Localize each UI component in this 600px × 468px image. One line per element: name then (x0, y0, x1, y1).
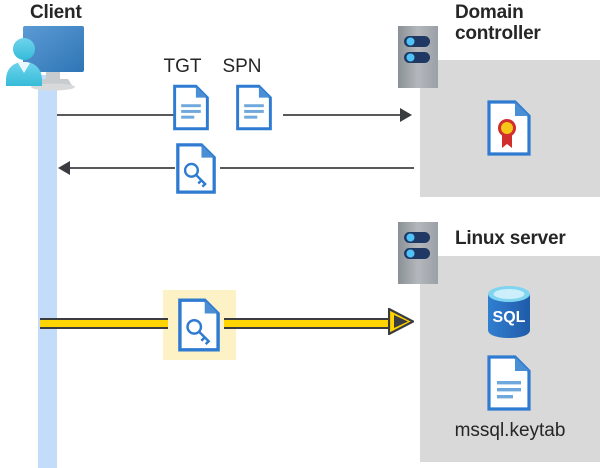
flow-service-ticket-bar-left (40, 318, 168, 329)
flow-badge-label-spn: SPN (222, 56, 262, 77)
client-label: Client (30, 2, 82, 23)
client-lifeline (38, 75, 57, 468)
domain-controller-label-line1: Domain (455, 2, 524, 23)
domain-controller-label: Domain controller (455, 2, 600, 45)
flow-response-arrowhead (58, 161, 70, 175)
keytab-document-icon (487, 355, 531, 411)
flow-request-line-right (283, 114, 400, 116)
service-ticket-key-document-icon (178, 298, 220, 352)
tgt-document-icon (173, 84, 209, 131)
certificate-document-icon (487, 100, 531, 156)
flow-response-line-left (70, 167, 175, 169)
domain-controller-server-rack-icon (398, 26, 438, 88)
flow-service-ticket-arrowhead (388, 308, 414, 335)
domain-controller-label-line2: controller (455, 23, 541, 45)
sql-database-icon: SQL (483, 284, 535, 340)
keytab-file-caption: mssql.keytab (454, 420, 566, 441)
flow-response-line-right (220, 167, 414, 169)
spn-document-icon (236, 84, 272, 131)
flow-request-line-left (57, 114, 175, 116)
user-computer-icon (4, 24, 104, 94)
flow-request-arrowhead (400, 108, 412, 122)
flow-badge-label-tgt: TGT (163, 56, 202, 77)
svg-text:SQL: SQL (493, 309, 526, 326)
linux-server-server-rack-icon (398, 222, 438, 284)
flow-service-ticket-bar-right (224, 318, 392, 329)
linux-server-label: Linux server (455, 228, 566, 249)
response-key-document-icon (176, 143, 216, 194)
